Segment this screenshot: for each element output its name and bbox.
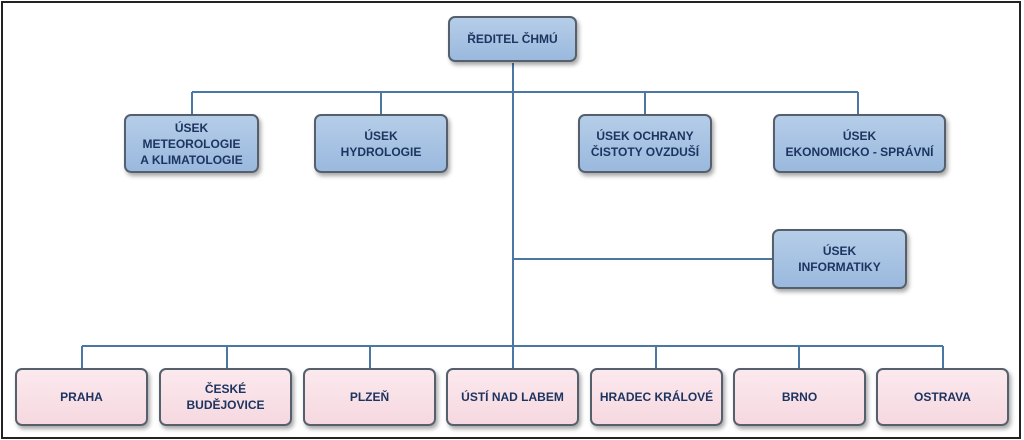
branch-box-brno: BRNO	[733, 368, 866, 426]
director-label: ŘEDITEL ČHMÚ	[467, 32, 558, 46]
division-label: ÚSEK OCHRANY ČISTOTY OVZDUŠÍ	[590, 128, 700, 159]
division-label: ÚSEK METEOROLOGIE A KLIMATOLOGIE	[140, 120, 243, 167]
branch-box-ceske-budejovice: ČESKÉ BUDĚJOVICE	[159, 368, 292, 426]
division-label: ÚSEK HYDROLOGIE	[340, 128, 422, 159]
branch-box-usti-nad-labem: ÚSTÍ NAD LABEM	[446, 368, 579, 426]
branch-box-ostrava: OSTRAVA	[876, 368, 1009, 426]
branch-label: HRADEC KRÁLOVÉ	[599, 390, 714, 404]
branch-box-hradec-kralove: HRADEC KRÁLOVÉ	[590, 368, 723, 426]
division-box-meteorology: ÚSEK METEOROLOGIE A KLIMATOLOGIE	[124, 114, 259, 173]
division-box-air-quality: ÚSEK OCHRANY ČISTOTY OVZDUŠÍ	[578, 114, 712, 173]
division-label: ÚSEK EKONOMICKO - SPRÁVNÍ	[785, 128, 934, 159]
branch-label: PLZEŇ	[349, 390, 390, 404]
branch-label: PRAHA	[60, 390, 103, 404]
branch-label: BRNO	[781, 390, 818, 404]
division-box-informatics: ÚSEK INFORMATIKY	[772, 229, 907, 289]
branch-label: ÚSTÍ NAD LABEM	[461, 390, 564, 404]
director-box: ŘEDITEL ČHMÚ	[448, 16, 577, 62]
division-box-hydrology: ÚSEK HYDROLOGIE	[314, 114, 448, 173]
branch-label: ČESKÉ BUDĚJOVICE	[186, 382, 265, 412]
connector-lines	[81, 63, 944, 369]
division-label: ÚSEK INFORMATIKY	[798, 244, 881, 274]
branch-box-plzen: PLZEŇ	[303, 368, 436, 426]
branch-box-praha: PRAHA	[15, 368, 148, 426]
branch-label: OSTRAVA	[914, 390, 971, 404]
division-box-economic: ÚSEK EKONOMICKO - SPRÁVNÍ	[773, 114, 946, 173]
